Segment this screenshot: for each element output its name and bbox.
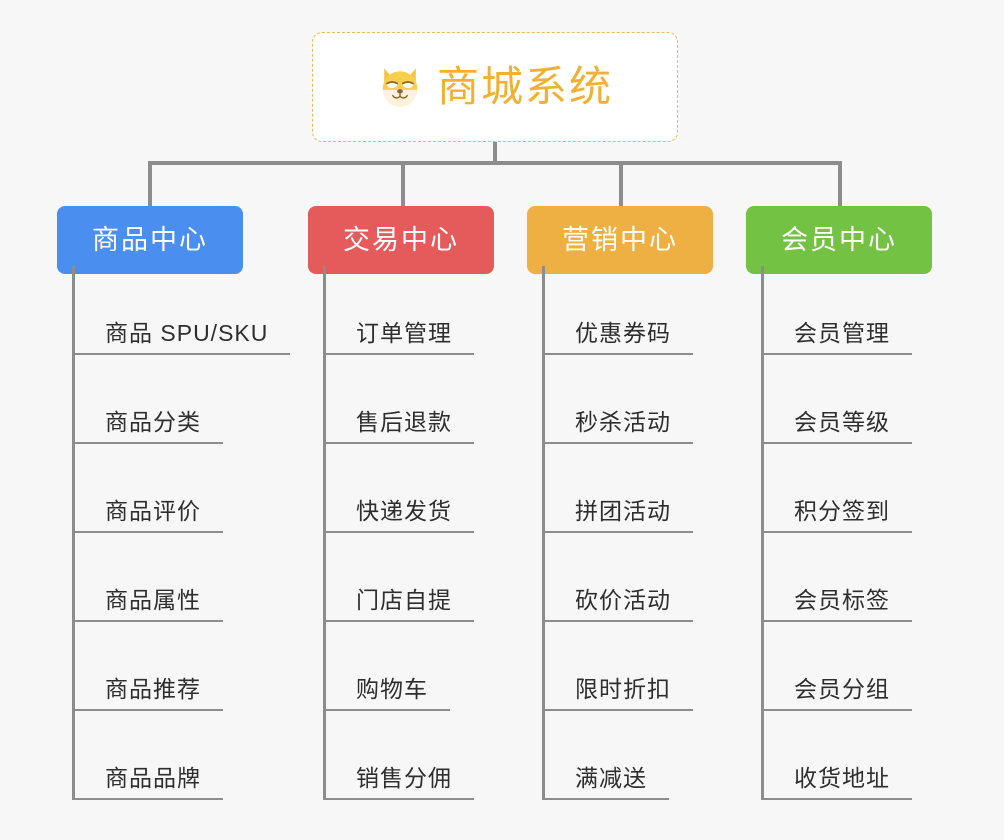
leaf-label: 秒杀活动 — [545, 409, 693, 444]
leaf-item[interactable]: 秒杀活动 — [545, 355, 693, 444]
leaf-label: 快递发货 — [326, 498, 474, 533]
leaf-label: 积分签到 — [764, 498, 912, 533]
connector-drop-4 — [838, 161, 842, 206]
category-label-3: 营销中心 — [562, 224, 678, 255]
leaf-item[interactable]: 购物车 — [326, 622, 474, 711]
leaf-item[interactable]: 订单管理 — [326, 266, 474, 355]
leaf-label: 销售分佣 — [326, 765, 474, 800]
leaf-item[interactable]: 商品评价 — [75, 444, 290, 533]
root-node[interactable]: 商城系统 — [312, 32, 678, 142]
leaf-column-1: 商品 SPU/SKU 商品分类 商品评价 商品属性 商品推荐 商品品牌 — [72, 266, 291, 800]
leaf-label: 售后退款 — [326, 409, 474, 444]
dog-face-icon — [382, 68, 418, 108]
leaf-item[interactable]: 限时折扣 — [545, 622, 693, 711]
category-box-3[interactable]: 营销中心 — [527, 206, 713, 274]
leaf-label: 购物车 — [326, 676, 450, 711]
leaf-label: 会员管理 — [764, 320, 912, 355]
leaf-label: 砍价活动 — [545, 587, 693, 622]
category-box-1[interactable]: 商品中心 — [57, 206, 243, 274]
category-label-1: 商品中心 — [92, 224, 208, 255]
leaf-item[interactable]: 商品属性 — [75, 533, 290, 622]
leaf-item[interactable]: 优惠券码 — [545, 266, 693, 355]
leaf-label: 商品 SPU/SKU — [75, 320, 291, 355]
category-box-4[interactable]: 会员中心 — [746, 206, 932, 274]
leaf-item[interactable]: 商品推荐 — [75, 622, 290, 711]
connector-drop-1 — [148, 161, 152, 206]
leaf-item[interactable]: 会员等级 — [764, 355, 912, 444]
leaf-item[interactable]: 砍价活动 — [545, 533, 693, 622]
leaf-item[interactable]: 商品 SPU/SKU — [75, 266, 291, 355]
leaf-item[interactable]: 售后退款 — [326, 355, 474, 444]
leaf-item[interactable]: 满减送 — [545, 711, 693, 800]
leaf-item[interactable]: 门店自提 — [326, 533, 474, 622]
leaf-label: 会员等级 — [764, 409, 912, 444]
leaf-item[interactable]: 商品品牌 — [75, 711, 290, 800]
connector-drop-3 — [619, 161, 623, 206]
leaf-label: 商品推荐 — [75, 676, 223, 711]
leaf-column-2: 订单管理 售后退款 快递发货 门店自提 购物车 销售分佣 — [323, 266, 474, 800]
leaf-item[interactable]: 快递发货 — [326, 444, 474, 533]
connector-root-stem — [493, 142, 497, 165]
connector-drop-2 — [401, 161, 405, 206]
root-title: 商城系统 — [436, 63, 613, 110]
leaf-label: 商品品牌 — [75, 765, 223, 800]
leaf-label: 满减送 — [545, 765, 669, 800]
leaf-label: 会员分组 — [764, 676, 912, 711]
connector-horizontal-bus — [148, 161, 842, 165]
leaf-item[interactable]: 拼团活动 — [545, 444, 693, 533]
leaf-label: 商品属性 — [75, 587, 223, 622]
leaf-item[interactable]: 会员标签 — [764, 533, 912, 622]
leaf-label: 优惠券码 — [545, 320, 693, 355]
leaf-column-4: 会员管理 会员等级 积分签到 会员标签 会员分组 收货地址 — [761, 266, 912, 800]
leaf-item[interactable]: 积分签到 — [764, 444, 912, 533]
leaf-label: 订单管理 — [326, 320, 474, 355]
leaf-label: 商品评价 — [75, 498, 223, 533]
leaf-item[interactable]: 商品分类 — [75, 355, 290, 444]
leaf-item[interactable]: 会员管理 — [764, 266, 912, 355]
category-label-2: 交易中心 — [343, 224, 459, 255]
leaf-label: 门店自提 — [326, 587, 474, 622]
leaf-label: 商品分类 — [75, 409, 223, 444]
leaf-label: 收货地址 — [764, 765, 912, 800]
leaf-item[interactable]: 销售分佣 — [326, 711, 474, 800]
category-box-2[interactable]: 交易中心 — [308, 206, 494, 274]
leaf-label: 拼团活动 — [545, 498, 693, 533]
leaf-label: 限时折扣 — [545, 676, 693, 711]
leaf-item[interactable]: 会员分组 — [764, 622, 912, 711]
leaf-column-3: 优惠券码 秒杀活动 拼团活动 砍价活动 限时折扣 满减送 — [542, 266, 693, 800]
leaf-item[interactable]: 收货地址 — [764, 711, 912, 800]
category-label-4: 会员中心 — [781, 224, 897, 255]
leaf-label: 会员标签 — [764, 587, 912, 622]
